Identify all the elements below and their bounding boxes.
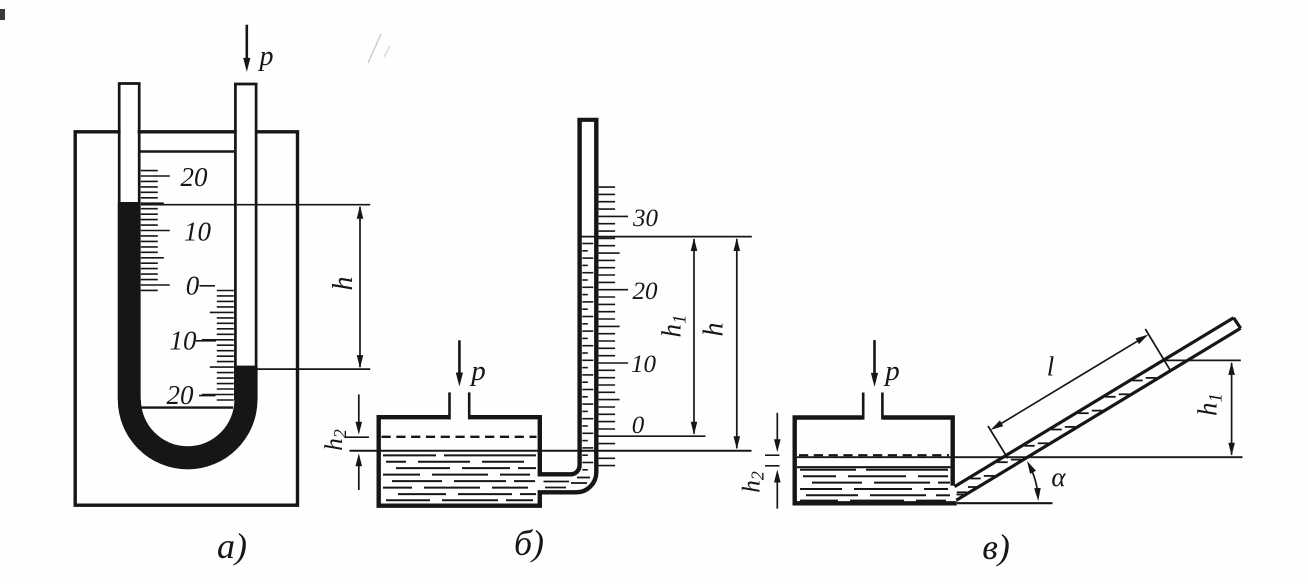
svg-text:а): а) <box>217 526 247 566</box>
svg-text:h: h <box>328 277 359 291</box>
svg-text:10: 10 <box>170 325 198 355</box>
svg-text:30: 30 <box>632 205 659 232</box>
svg-text:p: p <box>883 355 900 387</box>
svg-text:α: α <box>1051 462 1066 492</box>
svg-text:p: p <box>469 355 486 387</box>
svg-text:h2: h2 <box>739 471 768 493</box>
svg-text:h1: h1 <box>656 315 690 338</box>
svg-text:h2: h2 <box>321 429 350 451</box>
svg-text:10: 10 <box>631 351 657 378</box>
svg-text:0: 0 <box>186 270 200 300</box>
svg-text:10: 10 <box>184 216 212 246</box>
svg-text:20: 20 <box>181 162 209 192</box>
svg-text:0: 0 <box>632 412 645 439</box>
svg-text:p: p <box>258 41 274 72</box>
svg-text:l: l <box>1047 351 1055 381</box>
svg-text:20: 20 <box>633 278 659 305</box>
svg-text:б): б) <box>514 523 544 563</box>
svg-text:в): в) <box>982 527 1010 567</box>
svg-text:h: h <box>698 323 729 337</box>
svg-text:h1: h1 <box>1192 393 1226 416</box>
svg-text:20: 20 <box>167 380 195 410</box>
